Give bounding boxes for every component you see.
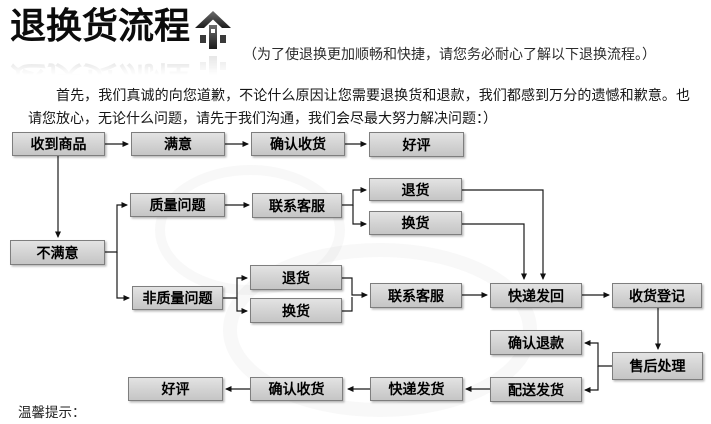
flow-node-good-review-bottom: 好评	[128, 377, 223, 401]
connector-after-sales-to-refund	[584, 340, 612, 367]
flow-node-satisfied: 满意	[131, 132, 225, 156]
flow-node-non-quality-problem: 非质量问题	[132, 286, 223, 310]
connector-exchange-q-to-express-back	[462, 223, 527, 280]
flow-node-contact-service-quality: 联系客服	[252, 193, 342, 218]
connector-non-quality-to-exchange	[236, 298, 248, 314]
flow-node-dispatch-shipping: 配送发货	[490, 377, 582, 402]
flow-node-confirm-receipt-bottom: 确认收货	[250, 377, 343, 401]
flow-node-good-review-top: 好评	[369, 132, 464, 157]
intro-paragraph: 首先，我们真诚的向您道歉，不论什么原因让您需要退换货和退款，我们都感到万分的遗憾…	[28, 87, 690, 126]
connector-non-quality-to-return	[223, 275, 248, 299]
flow-node-receipt-registration: 收货登记	[612, 283, 702, 308]
connector-after-sales-to-dispatch	[584, 366, 599, 393]
flow-node-return-goods-non-quality: 退货	[250, 265, 342, 290]
flow-node-receive-goods: 收到商品	[12, 132, 105, 156]
warm-tips-label: 温馨提示：	[18, 405, 86, 420]
brand-row: 退换货流程	[10, 6, 232, 59]
page-title: 退换货流程	[10, 5, 191, 46]
flow-node-express-shipping: 快递发货	[370, 377, 463, 401]
flow-node-contact-service-non-quality: 联系客服	[370, 283, 462, 308]
connector-unsatisfied-to-quality	[105, 202, 128, 253]
flow-node-unsatisfied: 不满意	[10, 240, 105, 265]
flow-node-confirm-refund: 确认退款	[490, 330, 582, 355]
flow-node-after-sales-processing: 售后处理	[612, 352, 703, 380]
flow-node-return-goods-quality: 退货	[369, 178, 462, 201]
house-up-arrow-icon	[194, 10, 232, 59]
brand-block: 退换货流程 退换货流程	[10, 6, 240, 100]
flow-node-express-send-back: 快递发回	[490, 283, 582, 308]
connector-service-to-exchange-q	[352, 205, 367, 227]
connector-unsatisfied-to-non-quality	[116, 252, 130, 301]
connector-return-nq-to-service	[342, 277, 368, 298]
connector-service-to-return-q	[342, 187, 367, 206]
flow-node-confirm-receipt-top: 确认收货	[251, 132, 345, 156]
flow-node-quality-problem: 质量问题	[130, 193, 225, 217]
flow-node-exchange-goods-quality: 换货	[369, 211, 462, 235]
connector-exchange-nq-merge	[342, 297, 353, 312]
connector-return-q-to-express-back	[462, 189, 546, 280]
page-subtitle: （为了使退换更加顺畅和快捷，请您务必耐心了解以下退换流程。）	[243, 46, 656, 62]
flow-node-exchange-goods-non-quality: 换货	[250, 298, 342, 323]
